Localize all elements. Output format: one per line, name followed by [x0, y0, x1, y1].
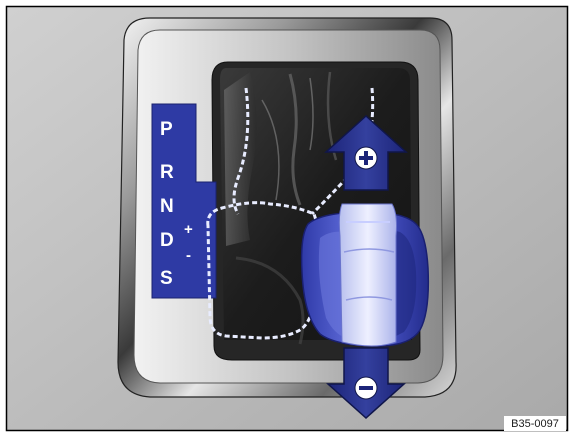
figure-code: B35-0097: [511, 418, 559, 430]
selector-lever-knob: [302, 204, 429, 346]
figure-code-box: B35-0097: [504, 416, 566, 431]
gear-position-S: S: [160, 268, 173, 289]
gear-position-D: D: [160, 230, 174, 251]
tiptronic-minus-sign: -: [186, 247, 191, 264]
gear-position-R: R: [160, 162, 174, 183]
plus-circle-icon: [355, 147, 377, 169]
tiptronic-plus-sign: +: [184, 221, 193, 238]
minus-circle-icon: [355, 377, 377, 399]
gear-position-N: N: [160, 196, 174, 217]
gear-position-P: P: [160, 119, 173, 140]
